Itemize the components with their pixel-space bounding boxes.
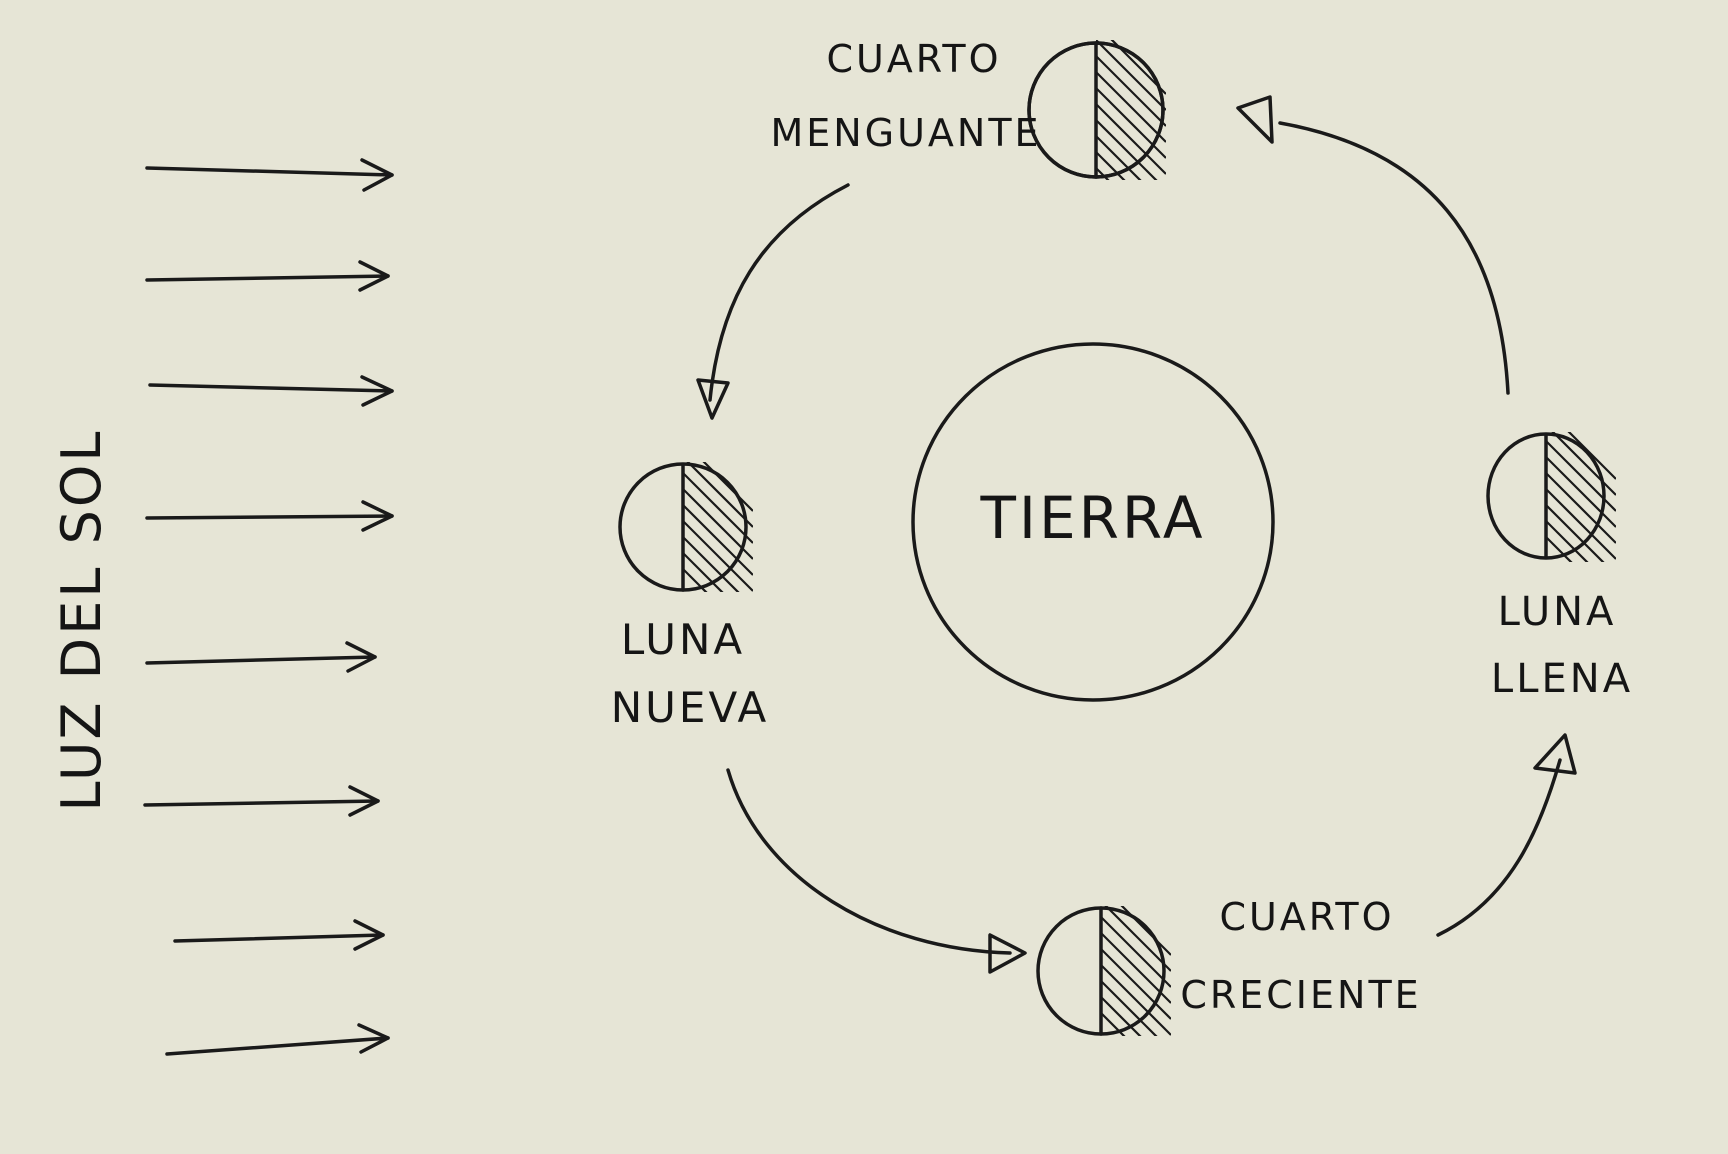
earth: TIERRA <box>911 342 1275 702</box>
sunlight-arrow <box>148 375 394 407</box>
sunlight-arrow <box>165 1023 390 1056</box>
phase-label-waxing: CUARTO CRECIENTE <box>1180 895 1421 1017</box>
sunlight-arrows <box>143 158 394 1056</box>
sunlight-arrow <box>173 919 385 951</box>
moon-outline <box>618 462 748 592</box>
orbit-arrow-waning-to-new <box>696 183 850 420</box>
sunlight-arrow <box>145 158 394 192</box>
moon-full <box>1486 432 1616 562</box>
phase-label-new-line2: NUEVA <box>611 683 769 732</box>
sunlight-label: LUZ DEL SOL <box>50 429 113 812</box>
moon-outline <box>1036 906 1166 1036</box>
sunlight-arrow <box>145 641 377 673</box>
earth-label: TIERRA <box>979 484 1205 552</box>
phase-label-full-line2: LLENA <box>1491 656 1633 702</box>
orbit-arrow-waxing-to-full <box>1436 733 1577 937</box>
sunlight-arrow <box>143 785 380 817</box>
moon-outline <box>1486 432 1606 560</box>
phase-label-waning-line2: MENGUANTE <box>770 111 1041 155</box>
orbit-arrows <box>696 95 1577 974</box>
orbit-arrow-new-to-waxing <box>726 768 1027 974</box>
moon-new <box>618 462 753 592</box>
moon-shadow-lines <box>1101 906 1171 1036</box>
sunlight-arrow <box>145 260 390 292</box>
phase-label-waxing-line1: CUARTO <box>1219 895 1394 939</box>
moon-shadow-lines <box>683 462 753 592</box>
phase-label-waning: CUARTO MENGUANTE <box>770 37 1041 155</box>
phase-label-waxing-line2: CRECIENTE <box>1180 973 1421 1017</box>
sunlight-arrow <box>145 500 394 532</box>
phase-label-new: LUNA NUEVA <box>611 615 769 732</box>
phase-label-new-line1: LUNA <box>621 615 745 664</box>
phase-label-waning-line1: CUARTO <box>826 37 1001 81</box>
phase-label-full: LUNA LLENA <box>1491 589 1633 702</box>
phase-label-full-line1: LUNA <box>1498 589 1617 635</box>
moon-outline <box>1027 41 1165 179</box>
orbit-arrow-full-to-waning <box>1236 95 1510 395</box>
moon-waning-quarter <box>1027 40 1166 180</box>
moon-shadow-lines <box>1096 40 1166 180</box>
moon-waxing-quarter <box>1036 906 1171 1036</box>
